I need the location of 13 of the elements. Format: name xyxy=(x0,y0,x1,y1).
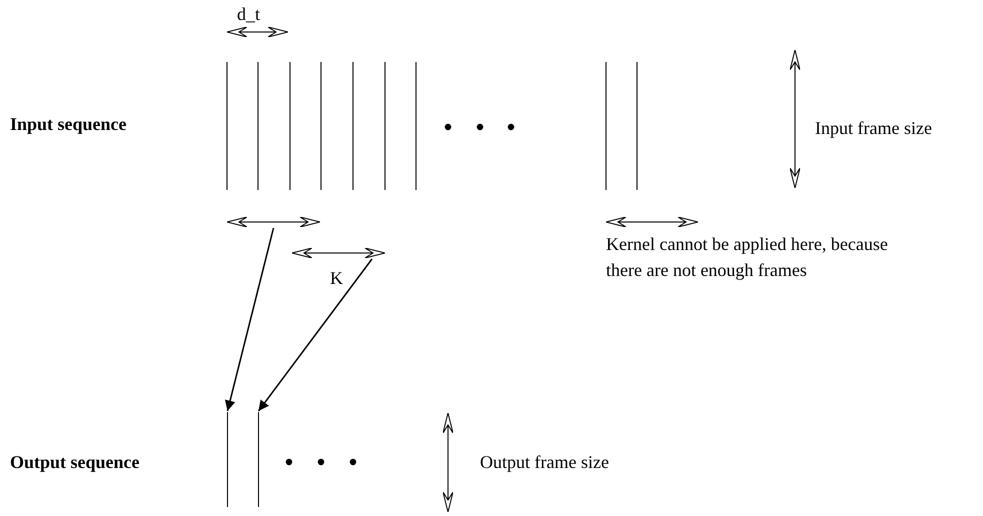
dimension-label: K xyxy=(330,267,343,289)
dimension-label: Input frame size xyxy=(815,117,932,139)
dimension-label: Output frame size xyxy=(480,451,609,473)
frame-line xyxy=(257,412,260,507)
row-label: Input sequence xyxy=(10,113,127,135)
arrow xyxy=(258,258,373,412)
note-text: Kernel cannot be applied here, because there are not enough frames xyxy=(606,233,889,282)
arrow xyxy=(224,228,274,412)
dimension-label: d_t xyxy=(237,3,260,25)
row-label: Output sequence xyxy=(10,451,140,473)
kernel-span-arrow xyxy=(227,216,320,228)
kernel-span-arrow xyxy=(292,247,385,259)
frame-line xyxy=(226,412,229,507)
